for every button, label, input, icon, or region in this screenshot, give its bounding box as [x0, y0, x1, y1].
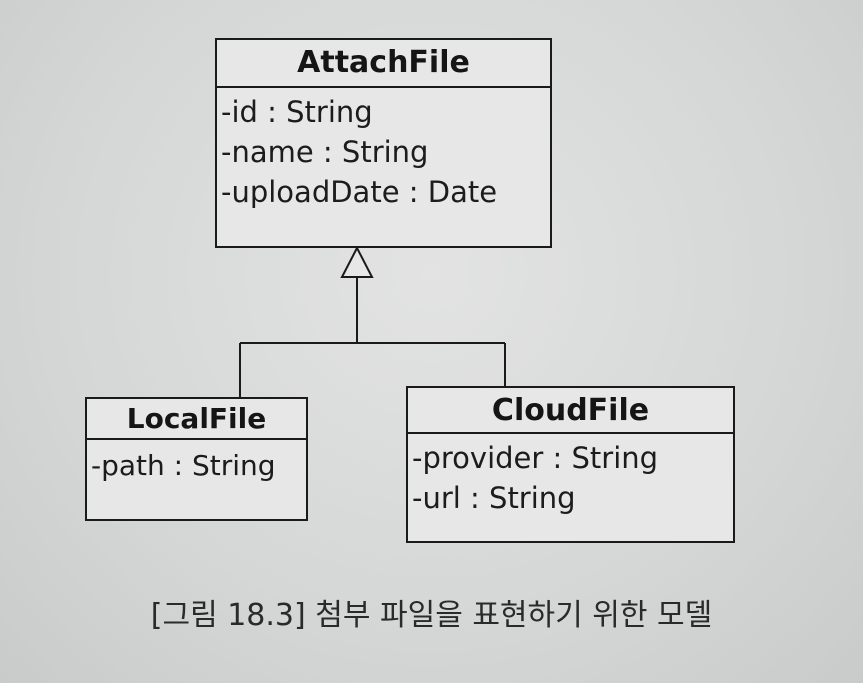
generalization-arrow-icon — [340, 245, 374, 278]
attribute: -path : String — [91, 449, 276, 482]
class-name: AttachFile — [217, 40, 550, 88]
attribute: -uploadDate : Date — [221, 175, 498, 209]
figure-caption: [그림 18.3] 첨부 파일을 표현하기 위한 모델 — [150, 598, 713, 633]
attribute: -id : String — [221, 95, 373, 129]
attribute: -provider : String — [412, 441, 659, 475]
class-name: LocalFile — [87, 399, 306, 440]
class-name: CloudFile — [408, 388, 733, 434]
class-cloudfile: CloudFile -provider : String -url : Stri… — [406, 386, 735, 543]
class-localfile: LocalFile -path : String — [85, 397, 308, 521]
attribute: -name : String — [221, 135, 429, 169]
attribute: -url : String — [412, 481, 576, 515]
class-attachfile: AttachFile -id : String -name : String -… — [215, 38, 552, 248]
